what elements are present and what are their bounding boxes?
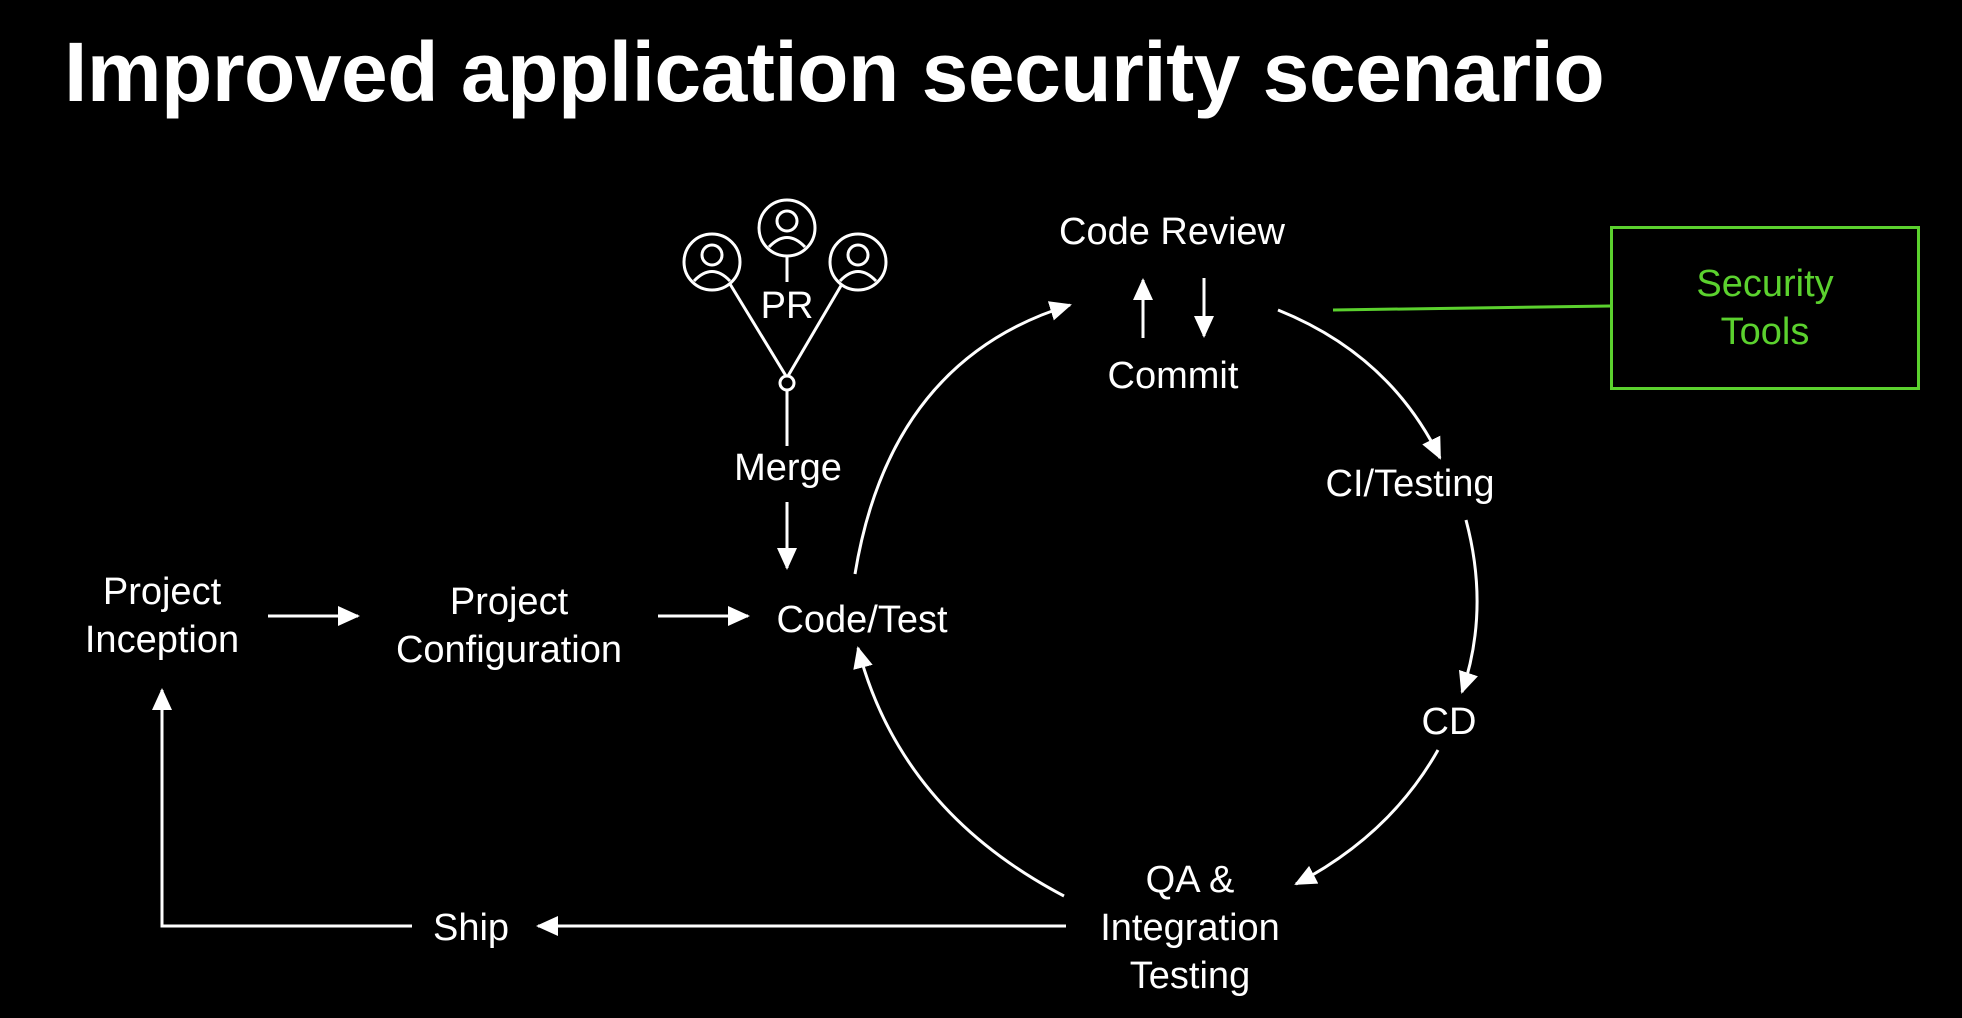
pr-label: PR bbox=[760, 285, 814, 327]
user-icon bbox=[682, 232, 742, 292]
code-test-label: Code/Test bbox=[776, 599, 948, 641]
security-tools-label-line1: Security bbox=[1696, 263, 1834, 305]
qa-label: QA & Integration Testing bbox=[1100, 859, 1280, 997]
security-connector bbox=[1332, 304, 1611, 312]
review-to-ci-arrow bbox=[1277, 308, 1442, 460]
ship-to-inception-arrow bbox=[152, 688, 412, 928]
qa-to-code-arrow bbox=[853, 646, 1065, 898]
code-review-label: Code Review bbox=[1059, 211, 1285, 253]
commit-label: Commit bbox=[1107, 355, 1239, 397]
code-to-review-arrow bbox=[853, 301, 1072, 575]
ci-to-cd-arrow bbox=[1458, 519, 1479, 694]
cd-to-qa-arrow bbox=[1294, 749, 1440, 886]
user-icon bbox=[828, 232, 888, 292]
user-icon bbox=[757, 198, 817, 258]
security-tools-box: Security Tools bbox=[1610, 226, 1920, 390]
cd-label: CD bbox=[1421, 701, 1477, 743]
page-title: Improved application security scenario bbox=[64, 25, 1605, 119]
project-configuration-label: Project Configuration bbox=[395, 581, 623, 671]
project-inception-label: Project Inception bbox=[84, 571, 240, 661]
ci-testing-label: CI/Testing bbox=[1325, 463, 1495, 505]
merge-label: Merge bbox=[734, 447, 842, 489]
ship-label: Ship bbox=[432, 907, 510, 949]
security-tools-label-line2: Tools bbox=[1720, 311, 1810, 353]
pr-connector bbox=[728, 256, 844, 446]
